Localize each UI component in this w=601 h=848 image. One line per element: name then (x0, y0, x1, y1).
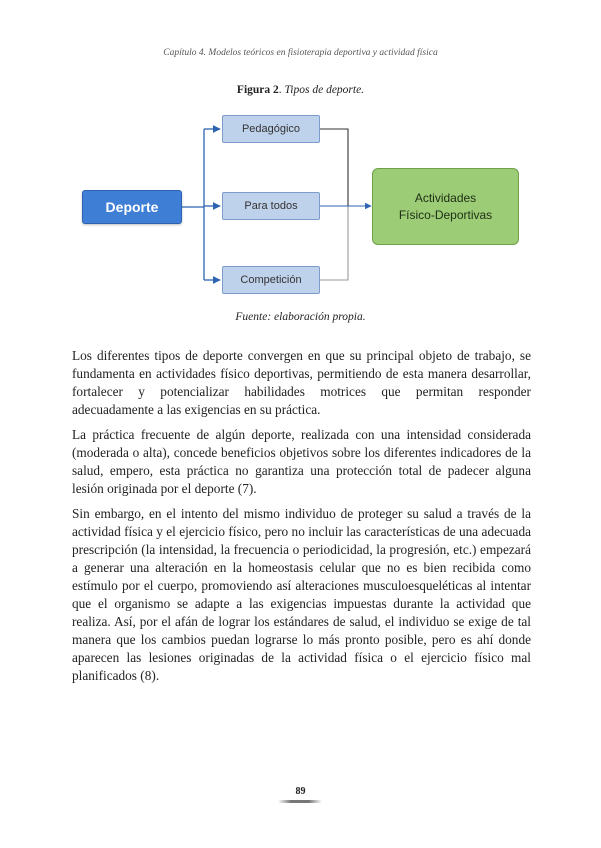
node-actividades-fisico-deportivas: Actividades Físico-Deportivas (372, 168, 519, 245)
root-to-branch-arrows (182, 125, 221, 284)
body-paragraph-2: La práctica frecuente de algún deporte, … (72, 427, 531, 496)
running-header: Capítulo 4. Modelos teóricos en fisioter… (163, 48, 438, 58)
page-number: 89 (295, 786, 306, 797)
figure-label: Figura 2 (236, 84, 279, 96)
connector-pedagogico (320, 128, 349, 206)
figure-caption-separator: . (278, 84, 285, 96)
figure-caption: Figura 2. Tipos de deporte. (0, 84, 601, 96)
node-deporte: Deporte (82, 190, 182, 224)
branch-to-target-connectors (320, 128, 372, 281)
node-para-todos: Para todos (222, 192, 320, 220)
node-target-line-2: Físico-Deportivas (398, 207, 493, 222)
node-target-line-1: Actividades (414, 190, 477, 205)
node-competicion: Competición (222, 266, 320, 294)
figure-title: Tipos de deporte. (284, 84, 365, 96)
connector-competicion (320, 206, 349, 281)
body-paragraph-3: Sin embargo, en el intento del mismo ind… (72, 506, 531, 683)
body-paragraph-1: Los diferentes tipos de deporte converge… (72, 348, 531, 417)
page-number-rule (278, 800, 322, 803)
node-pedagogico: Pedagógico (222, 115, 320, 143)
figure-source: Fuente: elaboración propia. (235, 311, 366, 323)
